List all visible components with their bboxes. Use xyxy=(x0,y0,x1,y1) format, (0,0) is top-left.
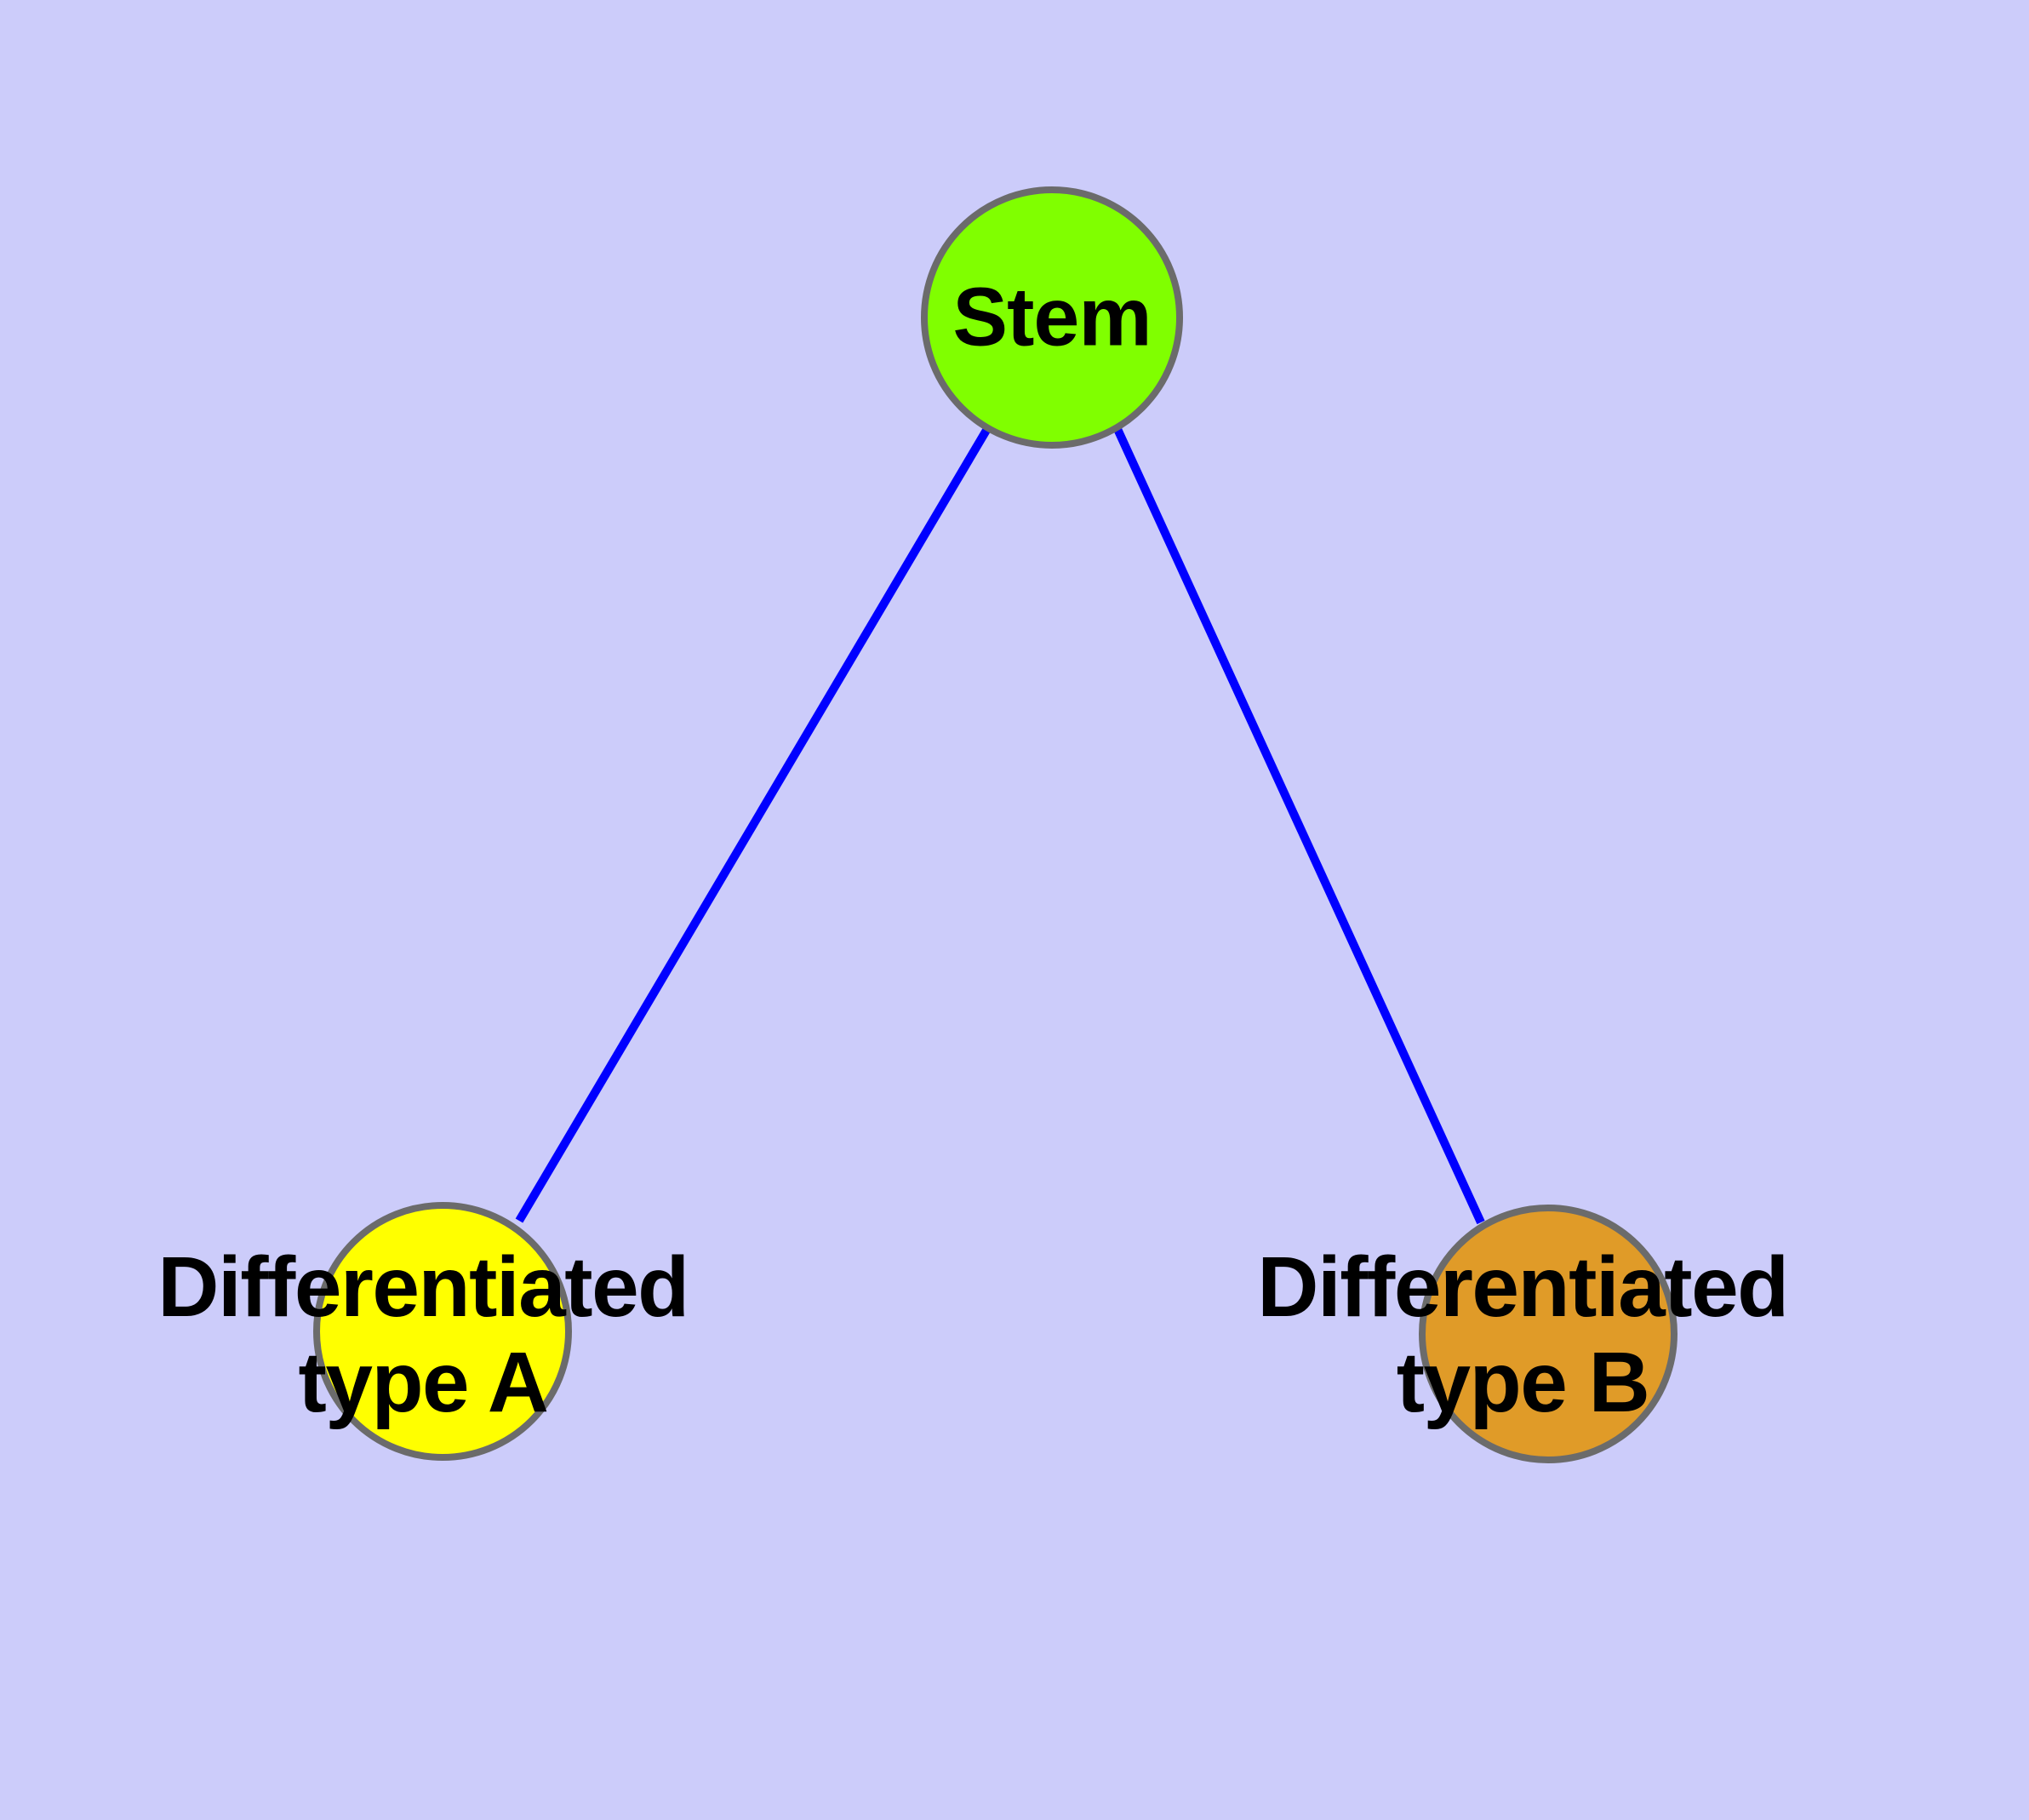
edge-layer xyxy=(515,425,1485,1225)
node-layer xyxy=(313,186,1677,1463)
edge-stem-to-differentiated-type-b[interactable] xyxy=(1113,426,1485,1225)
node-differentiated-type-a[interactable] xyxy=(313,1202,572,1461)
node-stem[interactable] xyxy=(921,186,1183,449)
node-differentiated-type-b[interactable] xyxy=(1419,1205,1677,1463)
edge-stem-to-differentiated-type-a[interactable] xyxy=(515,425,992,1223)
